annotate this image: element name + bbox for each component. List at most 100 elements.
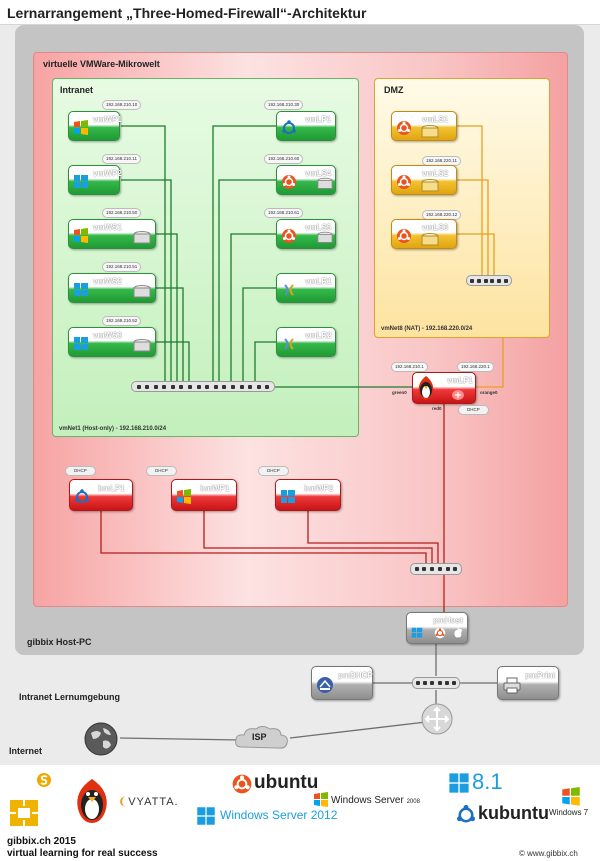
- ip-label: 192.168.210.30: [264, 100, 304, 110]
- server-icon: [421, 179, 439, 192]
- kubuntu-logo: [457, 805, 475, 823]
- node-label: vmLP1: [305, 115, 332, 124]
- apple-icon: [454, 626, 463, 638]
- node-vmls2[interactable]: vmLS2: [391, 165, 457, 195]
- kubuntu-icon: [282, 120, 296, 134]
- windows-server-2008-logo: [314, 792, 328, 807]
- dhcp-badge: DHCP: [258, 466, 289, 476]
- switch-port: [430, 681, 435, 685]
- node-vmls1[interactable]: vmLS1: [391, 111, 457, 141]
- node-vmlp1[interactable]: vmLP1: [276, 111, 336, 141]
- if-green-label: green0: [392, 390, 407, 395]
- windows-7-text: Windows 7: [549, 808, 589, 817]
- windows-server-2012-icon: [74, 283, 88, 296]
- vmnet1-switch: [131, 381, 275, 392]
- switch-port: [451, 681, 456, 685]
- ubuntu-icon: [397, 121, 411, 135]
- switch-port: [437, 681, 442, 685]
- kubuntu-icon: [75, 489, 89, 503]
- node-vmwp1[interactable]: vmWP1: [68, 111, 122, 141]
- ip-label: 192.168.210.10: [102, 100, 142, 110]
- kubuntu-text: kubuntu: [478, 803, 549, 823]
- windows-server-2012-icon: [74, 337, 88, 350]
- if-red-label: red0: [432, 406, 442, 411]
- switch-port: [222, 384, 227, 389]
- node-label: pmDHCP: [338, 671, 373, 680]
- cloud-icon: [235, 726, 288, 749]
- server-icon: [421, 233, 439, 246]
- switch-port: [422, 567, 427, 571]
- switch-port: [170, 384, 175, 389]
- switch-port: [416, 681, 421, 685]
- windows-8-icon: [411, 627, 423, 638]
- vyatta-icon: [284, 338, 294, 350]
- dhcp-badge: DHCP: [458, 405, 489, 415]
- switch-port: [476, 278, 481, 283]
- node-label: vmWP1: [93, 115, 122, 124]
- vmnet1-label: vmNet1 (Host-only) - 192.168.210.0/24: [59, 426, 167, 432]
- node-vmls4[interactable]: vmLS4: [276, 165, 336, 195]
- isp-label: ISP: [252, 732, 267, 742]
- node-vmwp2[interactable]: vmWP2: [68, 165, 122, 195]
- lernumgebung-label: Intranet Lernumgebung: [19, 692, 120, 702]
- switch-port: [179, 384, 184, 389]
- node-label: pmHost: [433, 616, 463, 625]
- node-vmlr2[interactable]: vmLR2: [276, 327, 336, 357]
- switch-port: [230, 384, 235, 389]
- switch-port: [504, 278, 509, 283]
- node-pmprint[interactable]: pmPrint: [497, 666, 559, 700]
- dhcp-badge: DHCP: [65, 466, 96, 476]
- windows-server-2008-icon: [74, 228, 88, 243]
- node-vmlf1[interactable]: vmLF1: [412, 372, 476, 404]
- dhcp-server-icon: [317, 677, 333, 693]
- node-label: vmWS1: [93, 223, 122, 232]
- ip-label: 192.168.210.61: [264, 208, 304, 218]
- switch-port: [430, 567, 435, 571]
- switch-port: [423, 681, 428, 685]
- switch-port: [136, 384, 141, 389]
- node-vmws1[interactable]: vmWS1: [68, 219, 156, 249]
- node-label: vmWS3: [93, 331, 122, 340]
- footer-copyright: © www.gibbix.ch: [519, 849, 578, 858]
- node-vmlr1[interactable]: vmLR1: [276, 273, 336, 303]
- switch-port: [490, 278, 495, 283]
- vmnet8-label: vmNet8 (NAT) - 192.168.220.0/24: [381, 326, 473, 332]
- node-bmwp2[interactable]: bmWP2: [275, 479, 341, 511]
- ip-label: 192.168.210.52: [102, 316, 142, 326]
- page-title: Lernarrangement „Three-Homed-Firewall“-A…: [7, 5, 367, 21]
- server-icon: [317, 231, 333, 243]
- windows-7-icon: [177, 489, 191, 504]
- host-switch: [410, 563, 462, 575]
- windows-8-1-logo: [449, 773, 469, 793]
- ipfire-logo: [77, 779, 107, 823]
- switch-port: [205, 384, 210, 389]
- node-vmls3[interactable]: vmLS3: [391, 219, 457, 249]
- node-bmlp1[interactable]: bmLP1: [69, 479, 133, 511]
- ubuntu-icon: [397, 229, 411, 243]
- switch-port: [188, 384, 193, 389]
- node-bmwp1[interactable]: bmWP1: [171, 479, 237, 511]
- if-orange-label: orange0: [480, 390, 498, 395]
- ubuntu-logo: [232, 774, 252, 794]
- ubuntu-icon: [434, 627, 446, 639]
- dmz-label: DMZ: [384, 85, 404, 95]
- node-vmws3[interactable]: vmWS3: [68, 327, 156, 357]
- ip-label-orange: 192.168.220.1: [457, 362, 494, 372]
- dhcp-badge: DHCP: [146, 466, 177, 476]
- node-vmls5[interactable]: vmLS5: [276, 219, 336, 249]
- printer-icon: [503, 677, 521, 694]
- switch-port: [437, 567, 442, 571]
- switch-port: [196, 384, 201, 389]
- ip-label: 192.168.210.60: [264, 154, 304, 164]
- node-vmws2[interactable]: vmWS2: [68, 273, 156, 303]
- node-pmdhcp[interactable]: pmDHCP: [311, 666, 373, 700]
- node-label: vmLS4: [305, 169, 332, 178]
- server-icon: [133, 339, 151, 352]
- globe-icon: [84, 722, 118, 756]
- node-label: vmWS2: [93, 277, 122, 286]
- node-pmhost[interactable]: pmHost: [406, 612, 468, 644]
- vyatta-icon: [284, 284, 294, 296]
- switch-port: [248, 384, 253, 389]
- ip-label: 192.168.210.51: [102, 262, 142, 272]
